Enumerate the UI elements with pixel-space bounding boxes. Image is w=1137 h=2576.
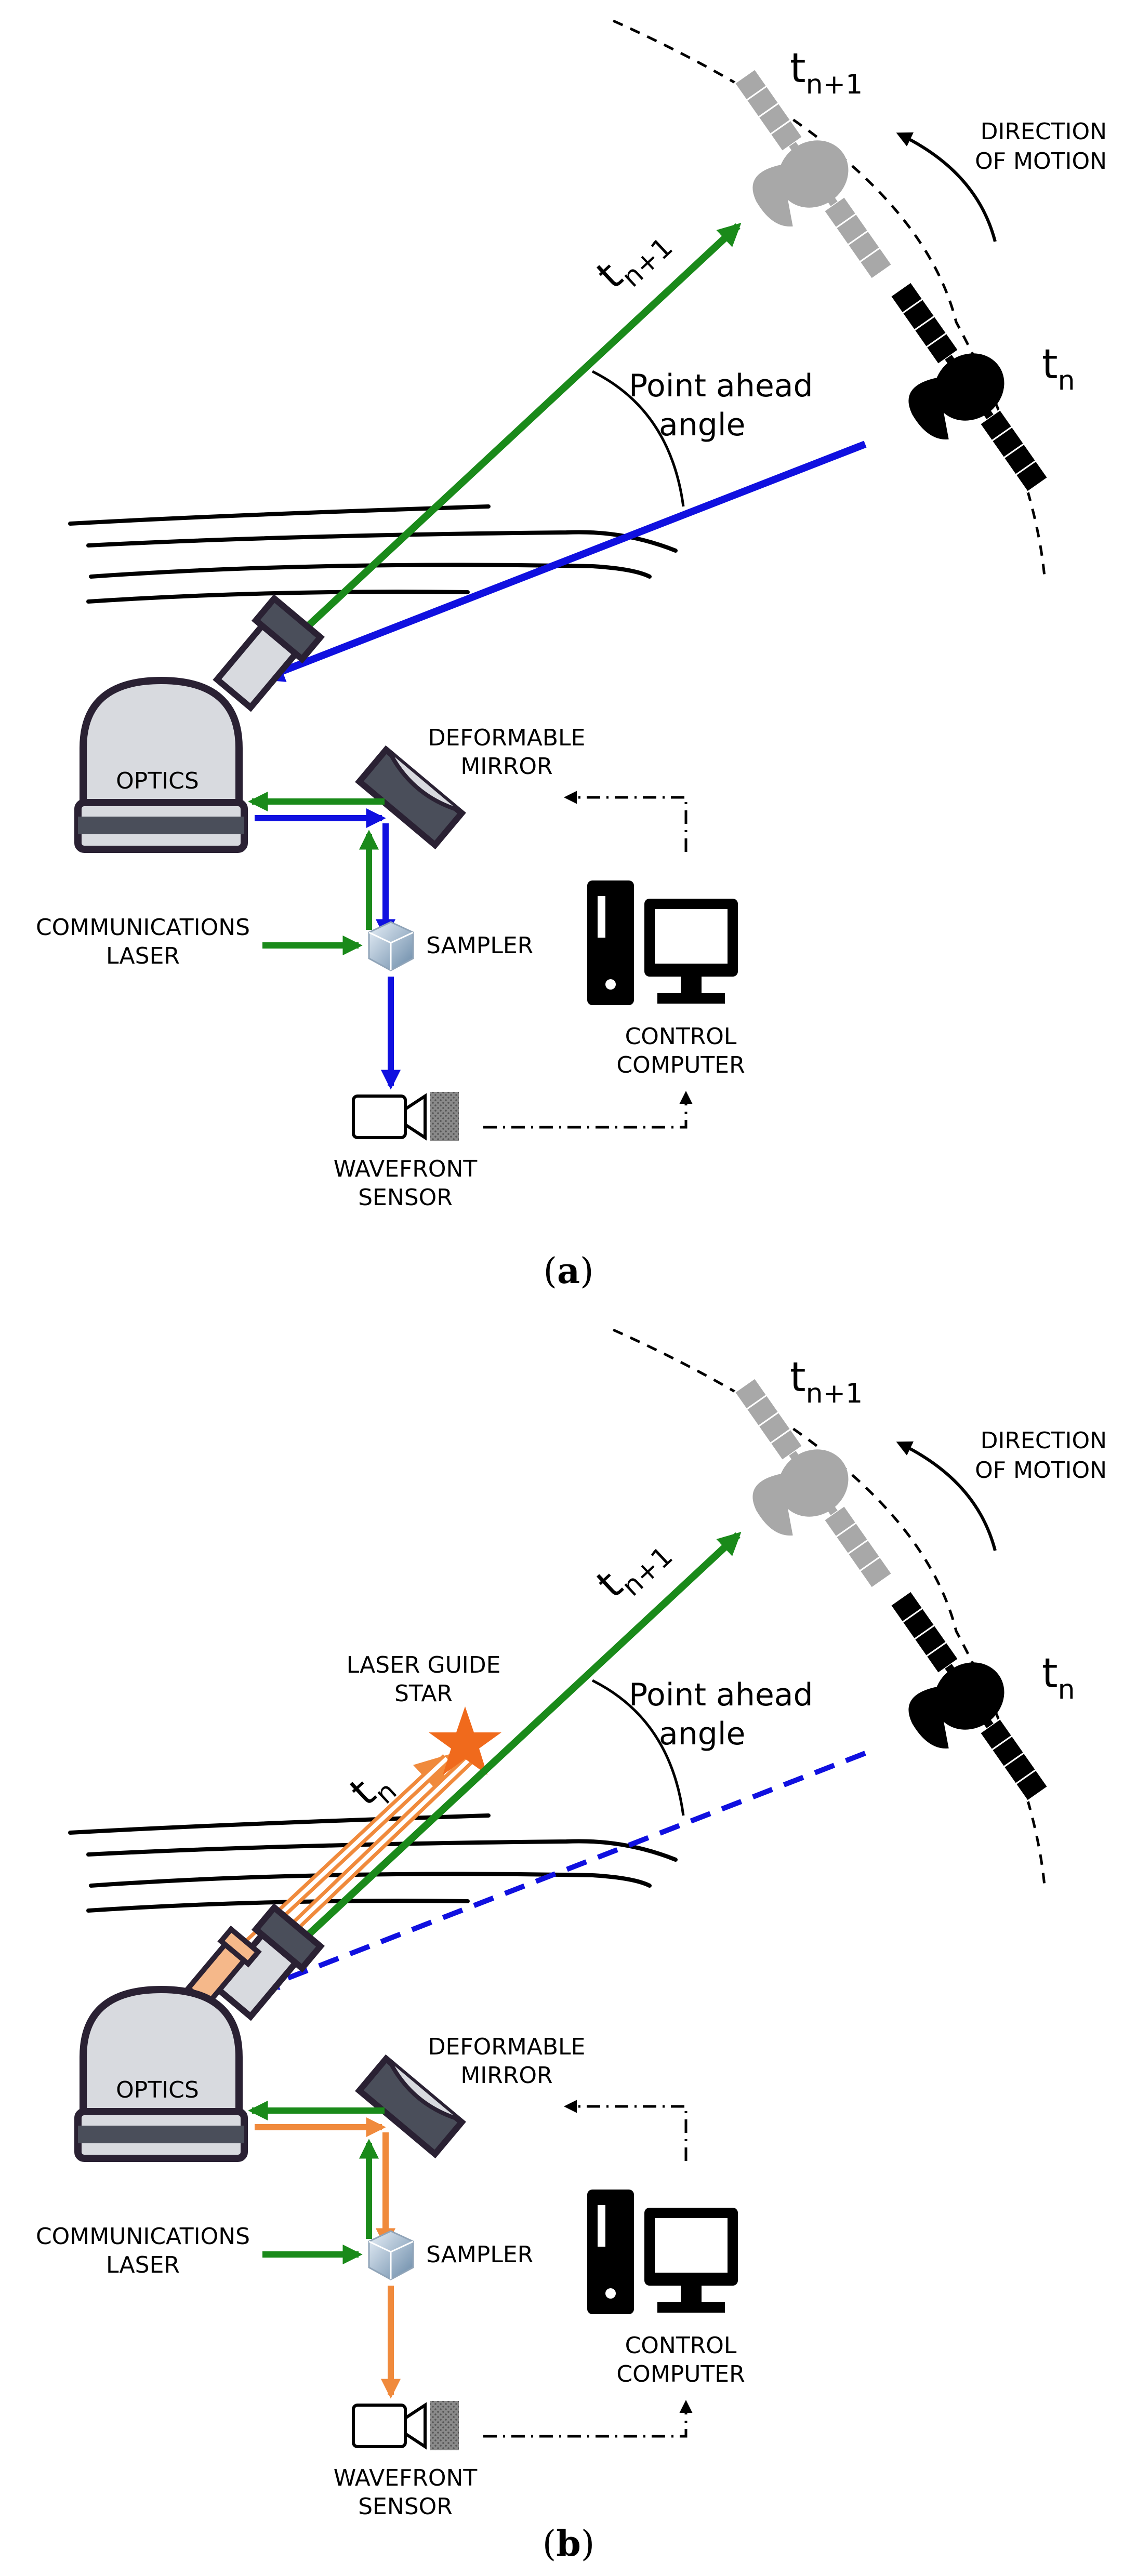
control-computer-icon <box>587 2190 738 2314</box>
optics-label: OPTICS <box>116 2077 199 2103</box>
downlink-beam-dashed <box>262 1751 866 1990</box>
direction-label-line2: OF MOTION <box>975 1457 1107 1484</box>
sampler-label: SAMPLER <box>426 2241 533 2268</box>
deformable-mirror-icon <box>355 745 466 850</box>
wavefront-label-line2: SENSOR <box>358 1184 453 1211</box>
point-ahead-label-line1: Point ahead <box>629 1677 813 1713</box>
orbit-path <box>612 1328 1046 1886</box>
comms-laser-label-line2: LASER <box>106 2252 180 2278</box>
control-computer-label-line2: COMPUTER <box>616 1052 745 1078</box>
control-computer-label-line1: CONTROL <box>625 2332 737 2359</box>
satellite-next-icon <box>733 68 893 281</box>
comms-laser-label-line1: COMMUNICATIONS <box>36 914 250 941</box>
panel-b: DIRECTION OF MOTION tn+1 tn <box>36 1328 1107 2565</box>
wavefront-label-line2: SENSOR <box>358 2493 453 2520</box>
optics-label: OPTICS <box>116 768 199 794</box>
computer-to-mirror-dashed <box>564 2100 688 2161</box>
caption-a: (a) <box>543 1250 593 1292</box>
t-current-satellite-label: tn <box>1042 1650 1075 1705</box>
point-ahead-label-line1: Point ahead <box>629 368 813 404</box>
direction-of-motion-arrow <box>896 1441 997 1551</box>
laser-guide-label-line2: STAR <box>394 1680 453 1707</box>
telescope-optics-icon <box>74 1903 325 2162</box>
uplink-beam <box>247 1531 742 1993</box>
laser-guide-label-line1: LASER GUIDE <box>347 1652 501 1678</box>
deformable-label-line2: MIRROR <box>460 2062 552 2089</box>
direction-label-line1: DIRECTION <box>981 1427 1107 1454</box>
computer-to-mirror-dashed <box>564 791 688 852</box>
caption-b: (b) <box>543 2523 595 2565</box>
t-next-satellite-label: tn+1 <box>790 45 863 100</box>
deformable-label-line2: MIRROR <box>460 753 552 780</box>
satellite-current-icon <box>889 281 1049 493</box>
satellite-current-icon <box>889 1590 1049 1803</box>
point-ahead-label-line2: angle <box>659 407 745 443</box>
satellite-next-icon <box>733 1377 893 1590</box>
control-computer-icon <box>587 880 738 1005</box>
atmospheric-turbulence <box>68 1813 678 1913</box>
comms-laser-label-line1: COMMUNICATIONS <box>36 2223 250 2250</box>
deformable-label-line1: DEFORMABLE <box>428 725 586 751</box>
telescope-optics-icon <box>74 594 325 853</box>
direction-label-line2: OF MOTION <box>975 148 1107 175</box>
point-ahead-angle-arc <box>591 1679 685 1816</box>
panel-a: DIRECTION OF MOTION tn+1 tn <box>36 19 1107 1292</box>
point-ahead-label-line2: angle <box>659 1716 745 1752</box>
comms-laser-label-line2: LASER <box>106 943 180 969</box>
deformable-label-line1: DEFORMABLE <box>428 2034 586 2060</box>
direction-of-motion-arrow <box>896 132 997 242</box>
sensor-to-computer-dashed <box>483 2400 693 2438</box>
orbit-path <box>612 19 1046 577</box>
sampler-cube-icon <box>368 921 414 971</box>
direction-label-line1: DIRECTION <box>981 118 1107 145</box>
t-current-satellite-label: tn <box>1042 341 1075 396</box>
t-next-satellite-label: tn+1 <box>790 1354 863 1409</box>
sampler-label: SAMPLER <box>426 932 533 959</box>
laser-guide-star-icon <box>429 1706 501 1775</box>
wavefront-label-line1: WAVEFRONT <box>334 1156 478 1182</box>
control-computer-label-line1: CONTROL <box>625 1023 737 1050</box>
point-ahead-angle-arc <box>591 370 685 507</box>
deformable-mirror-icon <box>355 2054 466 2159</box>
control-computer-label-line2: COMPUTER <box>616 2361 745 2387</box>
wavefront-sensor-icon <box>352 1092 459 1141</box>
sampler-cube-icon <box>368 2230 414 2280</box>
downlink-beam <box>260 441 867 682</box>
sensor-to-computer-dashed <box>483 1091 693 1129</box>
uplink-beam <box>247 222 742 684</box>
wavefront-sensor-icon <box>352 2401 459 2450</box>
wavefront-label-line1: WAVEFRONT <box>334 2465 478 2491</box>
